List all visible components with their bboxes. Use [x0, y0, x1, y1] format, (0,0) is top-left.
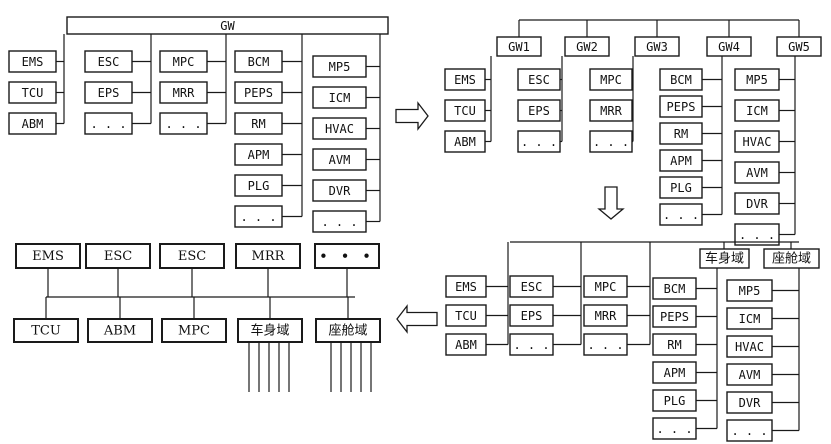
node-domain-label: 座舱域: [772, 252, 811, 267]
node-dvr-label: DVR: [329, 184, 351, 198]
node-ellipsis-label: . . .: [656, 422, 692, 436]
node-gw4-label: GW4: [718, 40, 740, 54]
node-gw-box: [66, 16, 389, 35]
node-tcu-label: TCU: [454, 104, 476, 118]
node-ellipsis-label: • • •: [319, 248, 375, 266]
node-gw1-label: GW1: [508, 40, 530, 54]
node-eps-label: EPS: [521, 309, 543, 323]
node-gw1-box: [496, 36, 542, 57]
node-eps-label: EPS: [528, 104, 550, 118]
node-gw5-box: [776, 36, 822, 57]
node-peps-label: PEPS: [660, 310, 689, 324]
node-esc-label: ESC: [528, 73, 550, 87]
node-dvr-label: DVR: [739, 396, 761, 410]
node-abm-label: ABM: [455, 338, 477, 352]
node-mp5-label: MP5: [739, 284, 761, 298]
node-mpc-label: MPC: [178, 324, 210, 339]
node-hvac-label: HVAC: [735, 340, 764, 354]
node-bcm-label: BCM: [670, 73, 692, 87]
node-ems-label: EMS: [455, 280, 477, 294]
node-avm-label: AVM: [739, 368, 761, 382]
node-peps-label: PEPS: [244, 86, 273, 100]
node-esc-label: ESC: [521, 280, 543, 294]
node-plg-label: PLG: [664, 394, 686, 408]
node-rm-label: RM: [667, 338, 681, 352]
node-ems-label: EMS: [22, 55, 44, 69]
node-gw-label: GW: [220, 19, 235, 33]
node-ellipsis-label: . . .: [593, 135, 629, 149]
node-mrr-label: MRR: [600, 104, 622, 118]
node-ellipsis-label: . . .: [739, 228, 775, 242]
node-mp5-label: MP5: [329, 60, 351, 74]
node-ems-label: EMS: [454, 73, 476, 87]
panel-central-gateway: GW EMS TCU ABM ESC EPS . . . MPC MRR . . . BCM PEPS…: [8, 16, 389, 233]
node-tcu-label: TCU: [31, 324, 61, 339]
node-ellipsis-label: . . .: [321, 215, 357, 229]
node-gw2-box: [564, 36, 610, 57]
node-mrr-label: MRR: [252, 249, 286, 264]
node-plg-label: PLG: [248, 179, 270, 193]
node-mpc-label: MPC: [600, 73, 622, 87]
node-domain-label: 座舱域: [328, 324, 367, 339]
node-ems-label: EMS: [32, 249, 64, 264]
node-ellipsis-label: . . .: [165, 117, 201, 131]
node-ellipsis-label: . . .: [731, 424, 767, 438]
node-abm-label: ABM: [103, 324, 136, 339]
node-ellipsis-label: . . .: [663, 208, 699, 222]
node-plg-label: PLG: [670, 181, 692, 195]
node-gw4-box: [706, 36, 752, 57]
arrow-left: [396, 304, 438, 334]
node-mrr-label: MRR: [595, 309, 617, 323]
node-mrr-box: [235, 243, 301, 269]
node-ellipsis-label: . . .: [587, 338, 623, 352]
node-avm-label: AVM: [746, 166, 768, 180]
arrow-down: [597, 186, 625, 220]
node-icm-label: ICM: [746, 104, 768, 118]
node-ellipsis-label: . . .: [240, 210, 276, 224]
node-gw3-label: GW3: [646, 40, 668, 54]
node-apm-label: APM: [664, 366, 686, 380]
node-rm-label: RM: [674, 127, 688, 141]
node-hvac-label: HVAC: [325, 122, 354, 136]
node-gw5-label: GW5: [788, 40, 810, 54]
node-peps-label: PEPS: [667, 100, 696, 114]
node-ellipsis-label: . . .: [521, 135, 557, 149]
node-ems-box: [15, 243, 81, 269]
node-mrr-label: MRR: [173, 86, 195, 100]
panel-domain-gateway: EMS TCU ABM ESC EPS . . . MPC MRR . . . 车身域 BCM PEP…: [445, 241, 820, 442]
node-bcm-label: BCM: [248, 55, 270, 69]
node-mp5-label: MP5: [746, 73, 768, 87]
node-apm-label: APM: [248, 148, 270, 162]
node-esc-label: ESC: [98, 55, 120, 69]
node-dvr-label: DVR: [746, 197, 768, 211]
arrow-right: [395, 101, 429, 131]
node-icm-label: ICM: [739, 312, 761, 326]
node-mpc-label: MPC: [173, 55, 195, 69]
node-bcm-label: BCM: [664, 282, 686, 296]
node-mpc-label: MPC: [595, 280, 617, 294]
node-abm-label: ABM: [454, 135, 476, 149]
node-rm-label: RM: [251, 117, 265, 131]
node-icm-label: ICM: [329, 91, 351, 105]
node-eps-label: EPS: [98, 86, 120, 100]
node-gw3-box: [634, 36, 680, 57]
panel-shared-bus: EMS ESC ESC MRR • • • TCU ABM MPC 车身域 座舱域: [13, 243, 381, 392]
node-domain-label: 车身域: [250, 323, 289, 339]
node-apm-label: APM: [670, 154, 692, 168]
node-tcu-label: TCU: [22, 86, 44, 100]
node-esc-label: ESC: [104, 249, 132, 264]
node-ellipsis-label: . . .: [90, 117, 126, 131]
node-ellipsis-label: . . .: [513, 338, 549, 352]
node-tcu-label: TCU: [455, 309, 477, 323]
node-avm-label: AVM: [329, 153, 351, 167]
node-domain-label: 车身域: [705, 251, 744, 267]
node-abm-label: ABM: [22, 117, 44, 131]
node-hvac-label: HVAC: [743, 135, 772, 149]
node-gw2-label: GW2: [576, 40, 598, 54]
node-esc-label: ESC: [178, 249, 206, 264]
